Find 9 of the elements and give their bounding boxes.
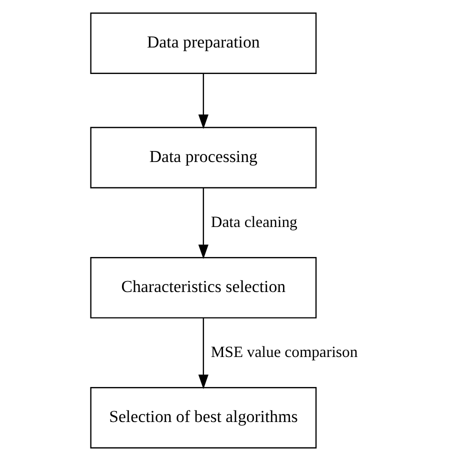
- node-box: Data processing: [90, 126, 317, 188]
- node-box: Selection of best algorithms: [90, 387, 317, 448]
- node-box: Characteristics selection: [90, 257, 317, 318]
- edge-label: MSE value comparison: [210, 344, 358, 361]
- arrow: [198, 188, 208, 260]
- arrow: [198, 74, 208, 130]
- node-box: Data preparation: [90, 12, 317, 74]
- edge-label: Data cleaning: [210, 214, 298, 231]
- arrow: [198, 318, 208, 390]
